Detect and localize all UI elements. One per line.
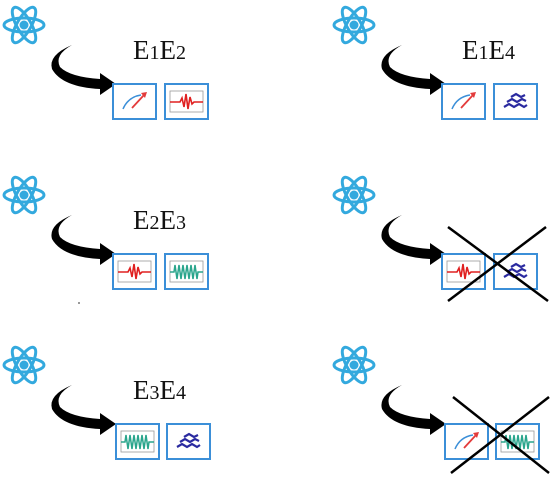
atom-icon xyxy=(2,345,46,385)
wave-blue-icon xyxy=(503,262,528,279)
label-sub-a: 1 xyxy=(478,42,489,64)
panel-e3e4: E3E4 xyxy=(0,345,250,485)
meter-icon xyxy=(122,92,147,110)
panel-crossed-2 xyxy=(330,345,550,485)
atom-icon xyxy=(332,345,376,385)
curved-arrow-icon xyxy=(381,45,446,95)
atom-icon xyxy=(332,175,376,215)
wave-blue-box xyxy=(166,423,211,460)
meter-icon xyxy=(451,92,476,110)
pulse-red-icon xyxy=(117,260,152,283)
wave-blue-icon xyxy=(176,432,201,449)
wave-blue-icon xyxy=(503,92,528,109)
pulse-red-icon xyxy=(169,90,204,113)
label-sub-b: 4 xyxy=(176,382,186,404)
curved-arrow-icon xyxy=(381,385,446,435)
panel-e1e2: E1E2 xyxy=(0,5,250,145)
curved-arrow-icon xyxy=(381,215,446,265)
pulse-green-icon xyxy=(500,430,535,453)
label-sub-b: 3 xyxy=(176,212,186,234)
wave-blue-box xyxy=(493,253,538,290)
atom-icon xyxy=(332,5,376,45)
label-e-a: E xyxy=(133,375,150,405)
label-e-b: E xyxy=(159,35,177,65)
meter-box xyxy=(441,83,486,120)
atom-icon xyxy=(2,175,46,215)
meter-icon xyxy=(454,432,479,450)
curved-arrow-icon xyxy=(51,385,116,435)
wave-blue-box xyxy=(493,83,538,120)
panel-label: E2E3 xyxy=(133,205,186,236)
panel-label: E3E4 xyxy=(133,375,186,406)
panel-label: E1E2 xyxy=(133,35,186,66)
cross-out-mark xyxy=(450,396,550,474)
atom-icon xyxy=(2,5,46,45)
pulse-green-box xyxy=(495,423,540,460)
panel-crossed-1 xyxy=(330,175,550,315)
pulse-green-icon xyxy=(120,430,155,453)
label-e-b: E xyxy=(159,205,177,235)
stray-dot xyxy=(78,302,80,304)
label-sub-a: 2 xyxy=(149,212,160,234)
label-sub-b: 4 xyxy=(505,42,515,64)
pulse-red-box xyxy=(112,253,157,290)
label-sub-a: 3 xyxy=(149,382,160,404)
pulse-green-icon xyxy=(169,260,204,283)
panel-label: E1E4 xyxy=(462,35,515,66)
curved-arrow-icon xyxy=(51,215,116,265)
pulse-red-box xyxy=(164,83,209,120)
meter-box xyxy=(444,423,489,460)
label-e-a: E xyxy=(462,35,479,65)
pulse-green-box xyxy=(115,423,160,460)
pulse-green-box xyxy=(164,253,209,290)
pulse-red-icon xyxy=(446,260,481,283)
label-e-b: E xyxy=(159,375,177,405)
panel-e2e3: E2E3 xyxy=(0,175,250,315)
label-e-b: E xyxy=(488,35,506,65)
label-sub-b: 2 xyxy=(176,42,186,64)
panel-e1e4: E1E4 xyxy=(330,5,550,145)
meter-box xyxy=(112,83,157,120)
label-e-a: E xyxy=(133,35,150,65)
label-e-a: E xyxy=(133,205,150,235)
curved-arrow-icon xyxy=(51,45,116,95)
pulse-red-box xyxy=(441,253,486,290)
cross-out-mark xyxy=(447,225,549,303)
label-sub-a: 1 xyxy=(149,42,160,64)
